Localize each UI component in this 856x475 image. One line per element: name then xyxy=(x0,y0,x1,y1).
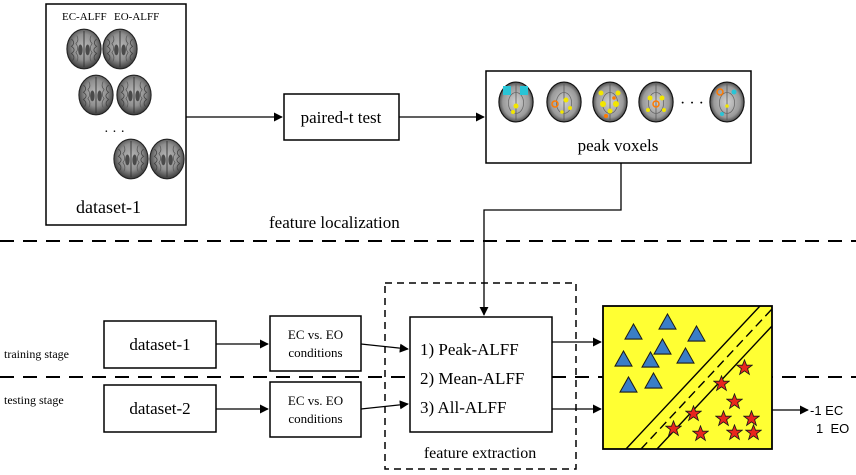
test-box-frame xyxy=(283,93,400,141)
paired-t-test-box: paired-t test xyxy=(283,93,400,141)
decision-boundary xyxy=(640,308,773,450)
testing-stage-label: testing stage xyxy=(4,393,64,407)
activation-yellow xyxy=(615,90,621,96)
classifier-panel xyxy=(602,305,773,450)
activation-cyan xyxy=(503,86,511,95)
brain-slice-icon xyxy=(709,81,745,123)
activation-cyan xyxy=(520,86,528,95)
arrow-peak-to-extraction xyxy=(479,163,622,316)
feature-extraction-dashed-frame xyxy=(384,282,577,470)
training-stage-label: training stage xyxy=(4,347,69,361)
activation-orange xyxy=(652,100,660,108)
conditions-train-line1: EC vs. EO xyxy=(288,327,343,342)
dataset-box-caption: dataset-1 xyxy=(76,197,141,217)
brain-scan-icon xyxy=(116,74,152,116)
activation-yellow xyxy=(647,95,653,101)
activation-yellow xyxy=(607,108,613,114)
activation-orange xyxy=(604,114,608,118)
feature-all-alff: 3) All-ALFF xyxy=(420,398,506,417)
activation-yellow xyxy=(725,104,729,108)
activation-yellow xyxy=(598,90,604,96)
peak-voxels-caption: peak voxels xyxy=(578,136,659,155)
activation-yellow xyxy=(511,110,515,114)
activation-cyan xyxy=(731,89,737,95)
brain-slice-icon xyxy=(638,81,674,123)
conditions-test-box: EC vs. EO conditions xyxy=(269,381,362,438)
feature-extraction-caption: feature extraction xyxy=(424,445,536,462)
ec-alff-label: EC-ALFF xyxy=(62,11,107,23)
activation-orange xyxy=(551,100,559,108)
activation-yellow xyxy=(600,101,606,107)
brain-slice-icon xyxy=(592,81,628,123)
brain-ellipsis: · · · xyxy=(104,125,125,140)
dataset-train-label: dataset-1 xyxy=(129,335,190,354)
dataset-test-frame xyxy=(103,384,217,433)
peak-voxels-box: · · · peak voxels xyxy=(485,70,752,164)
feature-extraction-group: 1) Peak-ALFF 2) Mean-ALFF 3) All-ALFF fe… xyxy=(384,282,577,470)
conditions-train-box: EC vs. EO conditions xyxy=(269,315,362,372)
feature-peak-alff: 1) Peak-ALFF xyxy=(420,340,519,359)
dataset-test-box: dataset-2 xyxy=(103,384,217,433)
activation-orange xyxy=(716,88,724,96)
activation-yellow xyxy=(659,95,665,101)
activation-orange xyxy=(612,96,616,100)
brain-scan-icon xyxy=(78,74,114,116)
feature-localization-label: feature localization xyxy=(269,213,400,232)
dataset-train-frame xyxy=(103,320,217,369)
activation-yellow xyxy=(560,110,564,114)
activation-yellow xyxy=(513,103,519,109)
activation-yellow xyxy=(613,101,619,107)
activation-yellow xyxy=(646,108,650,112)
dataset-train-box: dataset-1 xyxy=(103,320,217,369)
dataset-brain-box: EC-ALFF EO-ALFF · · · dataset-1 xyxy=(45,3,187,226)
conditions-train-frame xyxy=(269,315,362,372)
conditions-test-line2: conditions xyxy=(288,411,342,426)
activation-yellow xyxy=(568,106,572,110)
margin-line-lower xyxy=(625,305,761,450)
dataset-test-label: dataset-2 xyxy=(129,399,190,418)
activation-yellow xyxy=(563,97,569,103)
output-ec-label: -1 EC xyxy=(810,403,843,418)
brain-scan-icon xyxy=(149,138,185,180)
feature-mean-alff: 2) Mean-ALFF xyxy=(420,369,524,388)
paired-t-test-label: paired-t test xyxy=(301,108,382,127)
conditions-test-line1: EC vs. EO xyxy=(288,393,343,408)
activation-yellow xyxy=(662,108,666,112)
conditions-test-frame xyxy=(269,381,362,438)
feature-list-box xyxy=(409,316,553,433)
brain-scan-icon xyxy=(113,138,149,180)
conditions-train-line2: conditions xyxy=(288,345,342,360)
peak-ellipsis: · · · xyxy=(680,95,704,112)
output-eo-label: 1 EO xyxy=(816,421,849,436)
activation-cyan xyxy=(720,112,724,116)
eo-alff-label: EO-ALFF xyxy=(114,11,159,23)
brain-scan-icon xyxy=(66,28,102,70)
brain-scan-icon xyxy=(102,28,138,70)
